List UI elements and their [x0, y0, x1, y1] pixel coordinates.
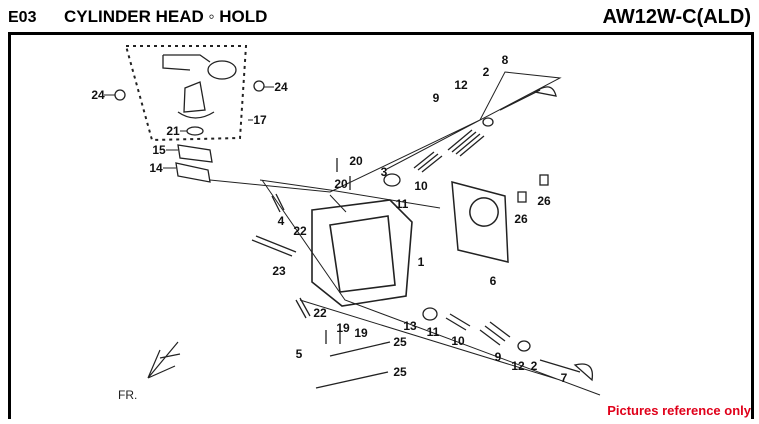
callout-label: 21: [166, 124, 180, 138]
dowel-26a: [517, 191, 527, 203]
retainer-11-bottom: [422, 307, 438, 321]
callout-label: 10: [414, 179, 428, 193]
hose-part: [162, 54, 211, 71]
callout-label: 12: [511, 359, 525, 373]
pins-20: [336, 158, 351, 190]
valve-8: [499, 86, 557, 111]
callout-label: 4: [277, 214, 285, 228]
callout-label: 24: [274, 80, 288, 94]
callout-label: 13: [403, 319, 417, 333]
callout-label: 26: [537, 194, 551, 208]
page-title: CYLINDER HEAD ◦ HOLD: [64, 7, 268, 26]
callout-label: 10: [451, 334, 465, 348]
callout-label: 14: [149, 161, 163, 175]
clamp-part: [207, 60, 237, 80]
seal-12-bottom: [517, 340, 531, 352]
callout-label: 9: [494, 350, 502, 364]
callout-label: 5: [295, 347, 303, 361]
gasket-21: [186, 126, 204, 136]
callout-label: 26: [514, 212, 528, 226]
valve-7: [539, 359, 594, 382]
spring-9-bottom: [479, 321, 511, 346]
callout-label: 17: [253, 113, 267, 127]
nut-24-left: [114, 89, 126, 101]
callout-label: 9: [432, 91, 440, 105]
nut-24-right: [253, 80, 265, 92]
spring-10-top: [413, 151, 443, 173]
callout-label: 8: [501, 53, 509, 67]
callout-label: 22: [313, 306, 327, 320]
callout-label: 1: [417, 255, 425, 269]
spark-plug-23: [251, 235, 297, 257]
stud-25b: [315, 371, 389, 389]
callout-label: 20: [334, 177, 348, 191]
retainer-11-top: [383, 173, 401, 187]
head-gasket-6: [451, 181, 509, 263]
intake-manifold: [177, 81, 215, 119]
front-direction-arrow: [147, 341, 181, 379]
callout-label: 12: [454, 78, 468, 92]
dowel-26b: [539, 174, 549, 186]
callout-label: 22: [293, 224, 307, 238]
callout-label: 23: [272, 264, 286, 278]
spring-10-bottom: [445, 313, 471, 331]
seal-12-top: [482, 117, 494, 127]
bolt-5: [295, 297, 311, 319]
reference-note: Pictures reference only: [607, 403, 751, 418]
assembly-17-outline: [124, 45, 248, 142]
callout-label: 19: [354, 326, 368, 340]
callout-label: 19: [336, 321, 350, 335]
callout-label: 25: [393, 335, 407, 349]
callout-label: 2: [482, 65, 490, 79]
insulator-15: [177, 144, 213, 163]
callout-label: 6: [489, 274, 497, 288]
callout-label: 25: [393, 365, 407, 379]
pins-19: [325, 330, 341, 344]
front-direction-label: FR.: [118, 388, 138, 402]
callout-label: 24: [91, 88, 105, 102]
callout-label: 7: [560, 371, 568, 385]
callout-label: 3: [380, 165, 388, 179]
callout-label: 11: [426, 325, 440, 339]
cylinder-head: [311, 199, 413, 307]
gasket-14: [175, 162, 211, 183]
diagram-frame: [8, 32, 754, 419]
bolt-4: [271, 193, 285, 213]
leader-lines: [104, 71, 601, 396]
callout-label: 2: [530, 359, 538, 373]
spring-9-top: [447, 129, 485, 157]
model-code: AW12W-C(ALD): [602, 6, 751, 28]
stud-25a: [329, 341, 391, 357]
callout-label: 11: [395, 197, 409, 211]
callout-label: 20: [349, 154, 363, 168]
callout-label: 15: [152, 143, 166, 157]
section-code: E03: [8, 9, 37, 26]
